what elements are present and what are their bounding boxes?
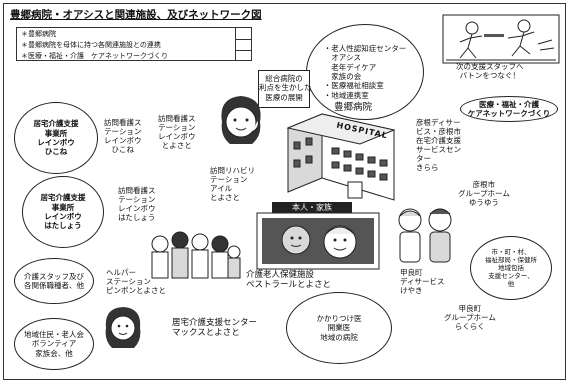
municipal-support-bubble: 市・町・村、 福祉部局・保健所 地域包括 支援センター、 他	[470, 236, 552, 300]
kyotaku-rainbow-hatashou-text: 居宅介護支援 事業所 レインボウ はたしょう	[40, 193, 86, 231]
elderly-couple-illustration	[398, 208, 452, 263]
patient-family-label: 本人・家族	[272, 202, 352, 214]
legend-item-facilities: ＊豊郷病院を母体に持つ各関連施設との連携	[21, 41, 161, 49]
houmon-hatashou-text: 訪問看護ス テーション レインボウ はたしょう	[118, 186, 156, 222]
municipal-support-text: 市・町・村、 福祉部局・保健所 地域包括 支援センター、 他	[485, 247, 537, 289]
woman-illustration	[105, 307, 141, 348]
hospital-building-illustration	[286, 113, 396, 201]
kyotaku-rainbow-hatashou-bubble: 居宅介護支援 事業所 レインボウ はたしょう	[22, 176, 104, 248]
general-hospital-box: 総合病院の 利点を生かした 医療の展開	[258, 70, 312, 108]
kyotaku-rainbow-hikone-bubble: 居宅介護支援 事業所 レインボウ ひこね	[14, 102, 98, 174]
dementia-center-bubble: ・老人性認知症センター オアシス 老年デイケア 家族の会 ・医療福祉相談室 ・地…	[306, 24, 424, 120]
legend-item-hospital: ＊豊郷病院	[21, 30, 56, 38]
baton-caption: 次の支援スタッフへ バトンをつなぐ！	[456, 62, 524, 80]
legend-cell	[235, 28, 251, 39]
houmon-toyosato-text: 訪問看護ス テーション レインボウ とよさと	[158, 114, 196, 150]
kaigo-staff-text: 介護スタッフ及び 各関係職種者、他	[24, 271, 84, 290]
kyotaku-max-text: 居宅介護支援センター マックスとよさと	[172, 318, 258, 339]
kakaritsuke-text: かかりつけ医 開業医 地域の病院	[316, 313, 362, 342]
kakaritsuke-bubble: かかりつけ医 開業医 地域の病院	[286, 292, 392, 364]
legend-cell	[235, 39, 251, 50]
rouken-text: 介護老人保健施設 ペストラールとよさと	[246, 270, 332, 291]
dementia-center-text: ・老人性認知症センター オアシス 老年デイケア 家族の会 ・医療福祉相談室 ・地…	[323, 43, 407, 100]
patient-family-illustration	[256, 212, 380, 270]
helper-station-text: ヘルパー ステーション ピンポンとよさと	[106, 268, 166, 295]
rehab-ayle-text: 訪問リハビリ テーション アイル とよさと	[210, 166, 255, 202]
kora-day-service-text: 甲良町 ディサービス けやき	[400, 268, 445, 295]
nurse-illustration	[221, 96, 261, 144]
crowd-illustration	[151, 231, 241, 279]
houmon-rainbow-hikone-text: 訪問看護ス テーション レインボウ ひこね	[104, 118, 142, 154]
legend-cell	[235, 50, 251, 60]
kora-group-home-text: 甲良町 グループホーム らくらく	[444, 304, 496, 331]
community-text: 地域住民・老人会 ボランティア 家族会、他	[24, 329, 84, 358]
network-oval: 医療・福祉・介護 ケアネットワークづくり	[460, 96, 558, 122]
page-title: 豊郷病院・オアシスと関連施設、及びネットワーク図	[10, 9, 262, 21]
hospital-name: 豊郷病院	[334, 102, 373, 113]
hikone-group-home-text: 彦根市 グループホーム ゆうゆう	[458, 180, 510, 207]
legend-item-network: ＊医療・福祉・介護 ケアネットワークづくり	[21, 52, 168, 60]
baton-runners-illustration	[442, 14, 560, 64]
legend-box: ＊豊郷病院 ＊豊郷病院を母体に持つ各関連施設との連携 ＊医療・福祉・介護 ケアネ…	[16, 27, 252, 61]
kaigo-staff-bubble: 介護スタッフ及び 各関係職種者、他	[14, 258, 94, 304]
hikone-day-service-text: 彦根ディサー ビス・彦根市 在宅介護支援 サービスセン ター きらら	[416, 118, 461, 172]
network-oval-text: 医療・福祉・介護 ケアネットワークづくり	[467, 99, 551, 118]
community-bubble: 地域住民・老人会 ボランティア 家族会、他	[14, 318, 94, 370]
kyotaku-rainbow-hikone-text: 居宅介護支援 事業所 レインボウ ひこね	[33, 119, 79, 157]
